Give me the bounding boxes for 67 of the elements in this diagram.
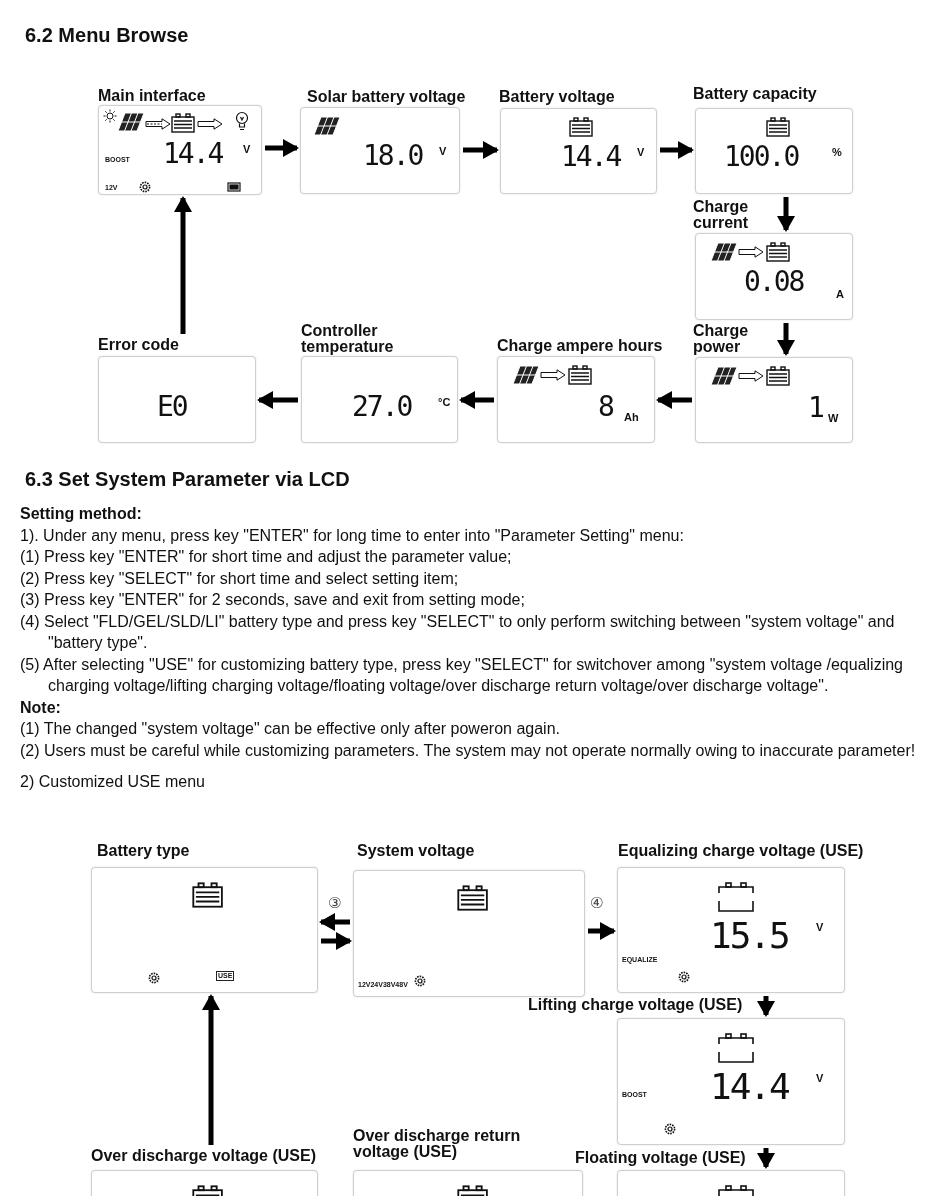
lcd-reading: 100.0 [724,143,799,171]
screen-title: Controller temperature [301,323,395,355]
instruction-text: (3) Press key "ENTER" for 2 seconds, save and exit from setting mode; [20,590,526,610]
arrow [174,196,192,334]
instruction-text: (4) Select "FLD/GEL/SLD/LI" battery type and press key "SELECT" to only perform switching between "system voltage" and "battery type". [20,611,896,653]
arrow [757,996,775,1017]
section-heading: 6.3 Set System Parameter via LCD [25,468,350,490]
screen-title: Solar battery voltage [307,89,466,105]
screen-title: Lifting charge voltage (USE) [528,997,743,1013]
unit-symbol: V [637,147,645,158]
arrow [202,994,220,1145]
lcd-reading: 14.4 [561,143,621,171]
unit-symbol: V [816,1073,824,1084]
subheading: Setting method: [20,504,143,524]
screen-title: Charge ampere hours [497,338,663,354]
screen-title: Equalizing charge voltage (USE) [618,843,864,859]
unit-symbol: A [836,289,844,300]
edge-label: ④ [590,895,604,911]
instruction-text: (2) Users must be careful while customizing parameters. The system may not operate normally owing to inaccurate parameter! [20,740,917,761]
lcd-reading: E0 [157,393,187,421]
lcd-reading: 18.0 [363,142,423,170]
arrow [777,197,795,232]
instruction-text: (1) The changed "system voltage" can be effective only after poweron again. [20,719,561,739]
arrow [319,913,350,931]
screen-title: Battery type [97,843,190,859]
screen-title: Over discharge voltage (USE) [91,1148,316,1164]
arrow [459,391,494,409]
screen-title: Error code [98,337,179,353]
instruction-text: (5) After selecting "USE" for customizing battery type, press key "SELECT" for switchover among "system voltage /equalizing charging voltage/lifting charging voltage/floating voltage/over discharge return voltage/over discharge voltage". [20,654,904,696]
arrow [777,323,795,356]
unit-symbol: W [828,413,839,424]
unit-symbol: °C [438,397,451,408]
unit-symbol: % [832,147,842,158]
arrow [265,139,299,157]
screen-title: Over discharge return voltage (USE) [353,1128,522,1160]
screen-title: Main interface [98,88,206,104]
instruction-text: (1) Press key "ENTER" for short time and adjust the parameter value; [20,547,513,567]
screen-title: Floating voltage (USE) [575,1150,746,1166]
arrow [463,141,499,159]
unit-symbol: V [816,922,824,933]
subheading: Note: [20,697,62,718]
screen-title: Battery capacity [693,86,817,102]
arrow [757,1148,775,1169]
arrow [660,141,694,159]
arrow [656,391,692,409]
lcd-reading: 1 [808,394,823,422]
arrow [321,932,352,950]
section-heading: 6.2 Menu Browse [25,24,189,46]
unit-symbol: V [243,144,251,155]
instruction-text: (2) Press key "SELECT" for short time and select setting item; [20,568,460,589]
lcd-reading: 8 [598,393,613,421]
lcd-reading: 14.4 [163,140,223,168]
lcd-reading: 14.4 [710,1069,789,1105]
lcd-reading: 27.0 [352,393,412,421]
screen-title: Charge current [693,199,750,231]
screen-title: Charge power [693,323,750,355]
arrow [588,922,616,940]
instruction-text: 1). Under any menu, press key "ENTER" for long time to enter into "Parameter Setting" menu: [20,525,685,546]
screen-title: Battery voltage [499,89,615,105]
screen-title: System voltage [357,843,475,859]
lcd-reading: 0.08 [744,268,804,296]
unit-symbol: V [439,146,447,157]
lcd-reading: 15.5 [710,918,789,954]
edge-label: ③ [328,895,342,911]
instruction-text: 2) Customized USE menu [20,772,206,792]
unit-symbol: Ah [624,412,639,423]
arrow [257,391,298,409]
